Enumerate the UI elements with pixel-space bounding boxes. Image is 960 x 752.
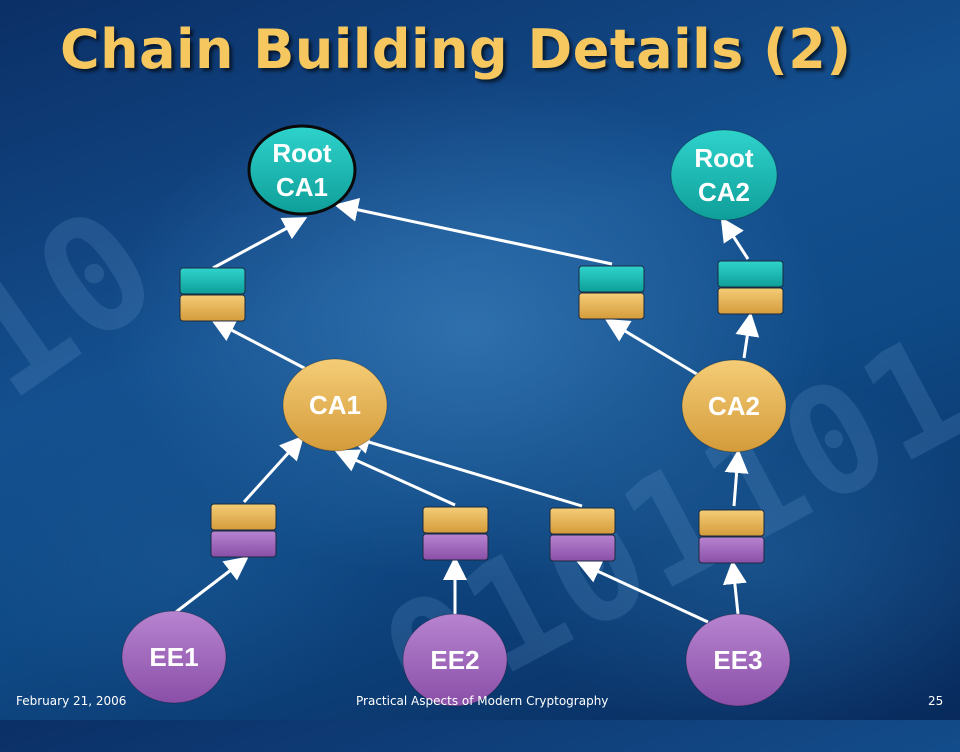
node-ee2-shape (402, 613, 508, 707)
certificate-ca1-by-root-ca1 (179, 267, 246, 322)
certificate-ee1-by-ca1 (210, 503, 277, 558)
node-ca2: CA2 (681, 359, 787, 453)
certificate-issuer-band (422, 506, 489, 534)
page-number: 25 (928, 694, 944, 708)
certificate-subject-band (717, 287, 784, 315)
node-ee2: EE2 (402, 613, 508, 707)
node-root-ca2-shape (670, 129, 778, 221)
arrow-ca1-to-cert (210, 319, 309, 372)
node-ca1: CA1 (282, 358, 388, 452)
certificate-subject-band (698, 536, 765, 564)
arrow-ee1-to-cert (175, 556, 249, 614)
arrow-ee3-to-cert-ca2 (722, 560, 747, 615)
certificate-subject-band (210, 530, 277, 558)
certificate-ca2-by-root-ca2 (717, 260, 784, 315)
arrow-ca2-to-cert-root-ca2 (735, 312, 760, 359)
footer-date: February 21, 2006 (16, 694, 127, 708)
node-ca2-label: CA2 (708, 391, 760, 421)
arrow-cert-to-ca1-ee1 (242, 435, 305, 504)
certificate-ee3-by-ca2 (698, 509, 765, 564)
certificate-ca2-by-root-ca1 (578, 265, 645, 320)
certificate-issuer-band (549, 507, 616, 535)
certificate-subject-band (422, 533, 489, 561)
certificate-subject-band (578, 292, 645, 320)
node-ca2-shape (681, 359, 787, 453)
node-root-ca1-shape (247, 124, 357, 216)
node-ca1-shape (282, 358, 388, 452)
node-ee3-label: EE3 (713, 645, 762, 675)
arrow-cert-to-root-ca1 (212, 217, 308, 270)
node-ee2-label: EE2 (430, 645, 479, 675)
arrow-ca2-to-cert-root-ca1 (604, 318, 701, 378)
arrow-cert-to-ca1-ee3 (346, 430, 583, 508)
node-root-ca2-label: CA2 (698, 177, 750, 207)
node-ee1-label: EE1 (149, 642, 198, 672)
arrow-cert-to-root-ca2 (720, 216, 750, 260)
footer-title: Practical Aspects of Modern Cryptography (356, 694, 609, 708)
arrow-cert-to-ca2 (724, 449, 749, 507)
certificate-issuer-band (717, 260, 784, 288)
node-ee1-shape (121, 610, 227, 704)
arrow-ee3-to-cert-ca1 (576, 560, 709, 624)
arrow-cert-to-root-ca1-long (334, 198, 613, 266)
certificate-subject-band (179, 294, 246, 322)
node-root-ca1-label: Root (272, 138, 332, 168)
certificate-issuer-band (698, 509, 765, 537)
node-ca1-label: CA1 (309, 390, 361, 420)
certificate-issuer-band (179, 267, 246, 295)
certificate-ee2-by-ca1 (422, 506, 489, 561)
node-ee3-shape (685, 613, 791, 707)
node-root-ca2-label: Root (694, 143, 754, 173)
certificate-issuer-band (210, 503, 277, 531)
node-root-ca1-label: CA1 (276, 172, 328, 202)
certificate-ee3-by-ca1 (549, 507, 616, 562)
node-ee1: EE1 (121, 610, 227, 704)
node-ee3: EE3 (685, 613, 791, 707)
arrow-cert-to-ca1-ee2 (334, 449, 456, 507)
slide-title: Chain Building Details (2) (60, 18, 852, 81)
certificate-issuer-band (578, 265, 645, 293)
certificate-subject-band (549, 534, 616, 562)
